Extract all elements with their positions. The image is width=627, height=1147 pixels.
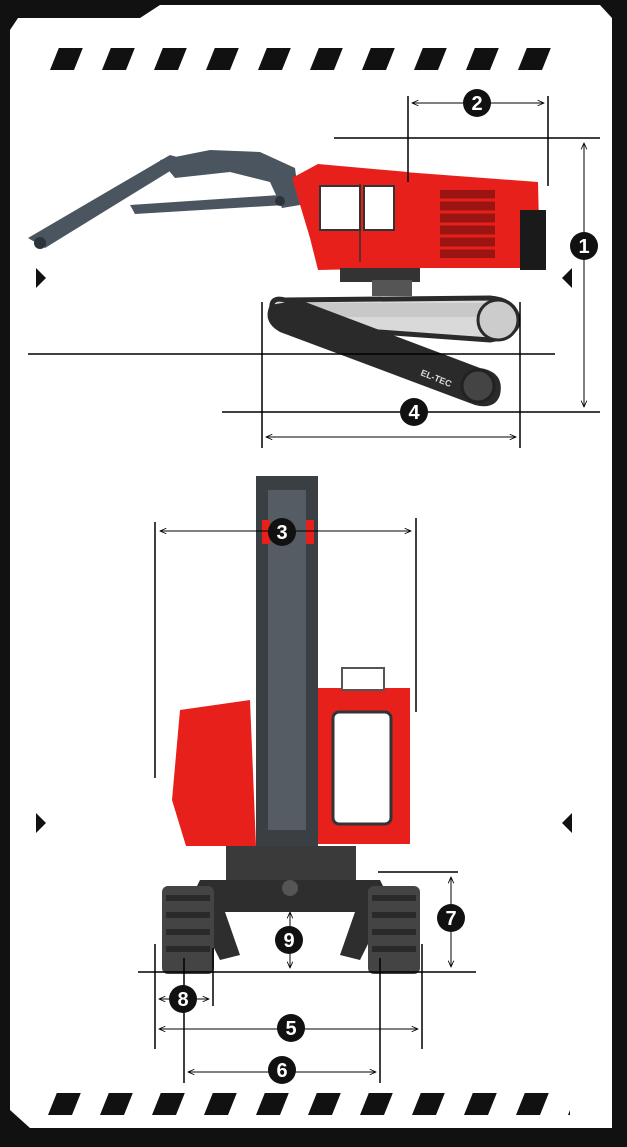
undercarriage [190,880,390,960]
boom-main [160,150,300,208]
callout-5-label: 5 [285,1018,296,1040]
callout-6: 6 [268,1056,296,1084]
hazard-stripe-top [36,48,570,70]
right-marker-bottom [562,813,572,833]
front-view-machine [162,476,420,974]
callout-4-label: 4 [408,402,420,424]
boom-arm [28,155,188,248]
track-lower [267,300,501,407]
side-view-machine: EL-TEC [28,150,546,407]
callout-6-label: 6 [276,1060,287,1082]
callout-8: 8 [169,985,197,1013]
callout-7-label: 7 [445,908,456,930]
callout-9-label: 9 [283,930,294,952]
callout-2-label: 2 [471,93,482,115]
callout-4: 4 [400,398,428,426]
right-marker-top [562,268,572,288]
callout-3: 3 [268,518,296,546]
callout-1-label: 1 [578,236,589,258]
callout-7: 7 [437,904,465,932]
dimension-lines-front [138,518,476,1083]
left-marker-top [36,268,46,288]
left-marker-bottom [36,813,46,833]
callout-9: 9 [275,926,303,954]
hazard-stripe-bottom [36,1093,570,1115]
callout-5: 5 [277,1014,305,1042]
callout-8-label: 8 [177,989,188,1011]
engine-housing-front [172,700,256,846]
callout-2: 2 [463,89,491,117]
callout-1: 1 [570,232,598,260]
callout-3-label: 3 [276,522,287,544]
